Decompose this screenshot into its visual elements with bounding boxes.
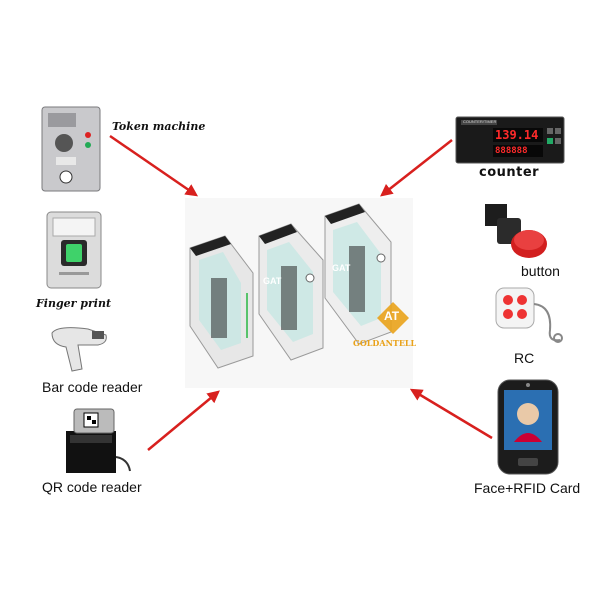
label-face-rfid: Face+RFID Card xyxy=(474,480,581,496)
face-recognition-terminal-icon xyxy=(496,378,560,476)
label-button: button xyxy=(521,263,560,279)
speed-gate-illustration xyxy=(189,203,392,369)
gate-text-1: GAT xyxy=(263,276,282,286)
center-gate-panel: GAT GAT AT GOLDANTELL xyxy=(185,198,417,388)
label-bar-code-reader: Bar code reader xyxy=(42,379,143,395)
arrow-qr-reader xyxy=(147,390,220,451)
gate-unit-left xyxy=(189,235,254,369)
label-finger-print: Finger print xyxy=(36,297,112,310)
brand-name-text: GOLDANTELL xyxy=(353,338,417,348)
label-rc: RC xyxy=(514,350,535,366)
face-terminal-graphic xyxy=(497,379,559,475)
counter-bottom-digits: 888888 xyxy=(495,146,528,156)
counter-timer-icon: COUNTER/TIMER 139.14 888888 xyxy=(455,116,565,164)
qr-scanner-icon xyxy=(56,405,132,477)
fingerprint-reader-icon xyxy=(45,210,103,290)
brand-mark-text: AT xyxy=(384,309,400,323)
barcode-scanner-icon xyxy=(48,323,110,373)
label-qr-code-reader: QR code reader xyxy=(42,479,142,495)
counter-timer-graphic xyxy=(455,116,565,164)
emergency-button-icon xyxy=(479,200,549,262)
gate-unit-right xyxy=(324,203,392,345)
remote-control-graphic xyxy=(495,287,563,343)
brand-logo: AT xyxy=(373,300,413,340)
coin-acceptor-graphic xyxy=(41,106,101,192)
counter-top-digits: 139.14 xyxy=(495,128,539,142)
brand-logo-mark xyxy=(377,302,409,334)
counter-header-text: COUNTER/TIMER xyxy=(463,119,497,124)
gate-unit-middle xyxy=(258,223,324,361)
barcode-scanner-graphic xyxy=(51,327,107,372)
coin-acceptor-icon xyxy=(40,105,102,193)
arrow-counter xyxy=(380,139,453,197)
qr-scanner-graphic xyxy=(66,408,131,473)
label-token-machine: Token machine xyxy=(112,120,206,133)
remote-control-icon xyxy=(490,282,570,344)
arrow-token-machine xyxy=(109,134,199,197)
gate-text-2: GAT xyxy=(332,263,351,273)
label-counter: counter xyxy=(479,165,540,180)
fingerprint-reader-graphic xyxy=(46,211,102,289)
arrow-face-rfid xyxy=(409,388,493,440)
emergency-button-graphic xyxy=(485,204,547,258)
